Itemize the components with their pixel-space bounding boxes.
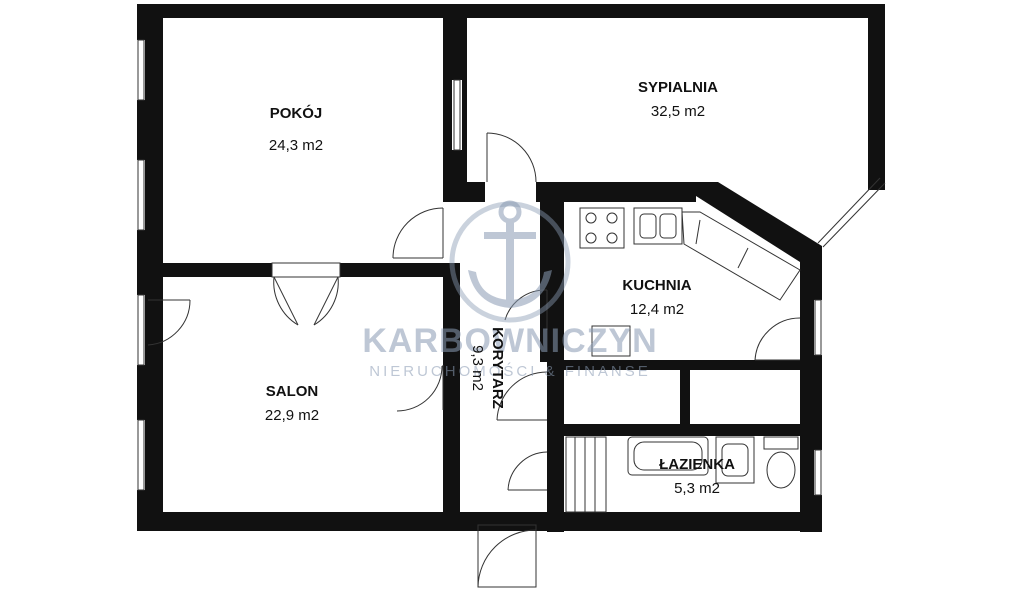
bathtub [627, 436, 709, 476]
room-area-sypialnia: 32,5 m2 [651, 103, 705, 120]
windows [137, 39, 886, 496]
toilet [763, 436, 799, 450]
bath-sink [715, 436, 755, 484]
walls [137, 4, 885, 532]
doors [147, 132, 801, 588]
room-area-lazienka: 5,3 m2 [674, 480, 720, 497]
watermark: KARBOWNICZYN NIERUCHOMOŚCI & FINANSE [362, 200, 657, 380]
room-name-pokoj: POKÓJ [270, 104, 323, 122]
room-labels: POKÓJ 24,3 m2 SYPIALNIA 32,5 m2 KUCHNIA … [265, 79, 735, 497]
room-name-korytarz: KORYTARZ [489, 327, 506, 409]
fixtures [565, 207, 801, 513]
room-name-salon: SALON [266, 383, 319, 400]
kitchen-counter [681, 211, 801, 301]
watermark-tagline: NIERUCHOMOŚCI & FINANSE [369, 362, 651, 380]
kitchen-sink [633, 207, 683, 245]
room-name-sypialnia: SYPIALNIA [638, 79, 718, 96]
room-name-kuchnia: KUCHNIA [622, 277, 691, 294]
room-area-korytarz: 9,3 m2 [469, 345, 486, 391]
room-area-pokoj: 24,3 m2 [269, 137, 323, 154]
watermark-brand: KARBOWNICZYN [362, 322, 657, 360]
anchor-glyph [468, 200, 552, 308]
room-area-salon: 22,9 m2 [265, 407, 319, 424]
stove [579, 207, 625, 249]
room-area-kuchnia: 12,4 m2 [630, 301, 684, 318]
room-name-lazienka: ŁAZIENKA [659, 456, 735, 473]
